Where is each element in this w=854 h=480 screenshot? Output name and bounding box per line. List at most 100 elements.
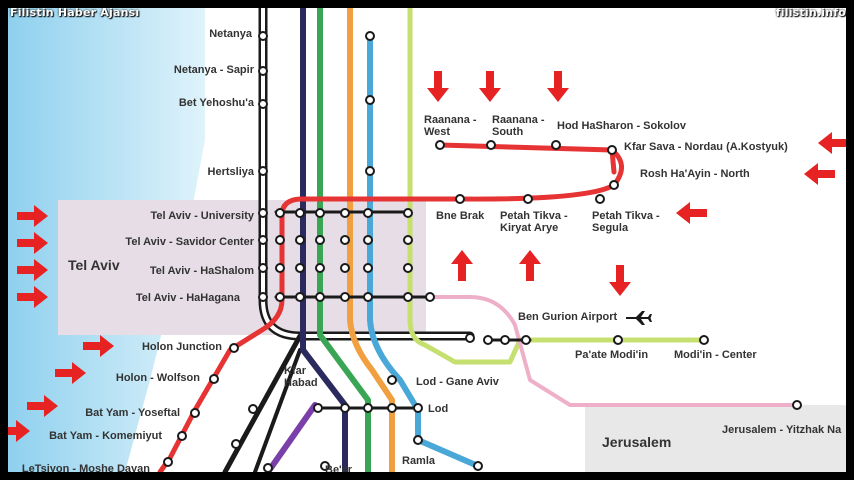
station-dot (275, 235, 285, 245)
station-dot (425, 292, 435, 302)
station-holon-junction[interactable]: Holon Junction (142, 341, 222, 353)
station-dot (363, 235, 373, 245)
station-dot (258, 263, 268, 273)
station-dot (231, 439, 241, 449)
station-dot (792, 400, 802, 410)
station-rosh-haayin[interactable]: Rosh Ha'Ayin - North (640, 168, 750, 180)
arrow-icon (27, 395, 58, 417)
station-dot (403, 235, 413, 245)
station-ta-hahagana[interactable]: Tel Aviv - HaHagana (136, 292, 241, 304)
black-south-line-2 (253, 348, 302, 474)
station-dot (595, 194, 605, 204)
station-paate-modiin[interactable]: Pa'ate Modi'in (575, 349, 648, 361)
station-dot (295, 208, 305, 218)
station-raanana-west-2: West (424, 126, 450, 138)
station-dot (340, 208, 350, 218)
station-dot (248, 404, 258, 414)
station-jerusalem-yitzhak[interactable]: Jerusalem - Yitzhak Na (722, 424, 842, 436)
station-dot (699, 335, 709, 345)
frame-left (0, 0, 8, 480)
station-dot (500, 335, 510, 345)
green-line (317, 5, 371, 475)
station-dot (363, 403, 373, 413)
station-dot (435, 140, 445, 150)
station-modiin-center[interactable]: Modi'in - Center (674, 349, 757, 361)
station-dot (403, 263, 413, 273)
station-lod[interactable]: Lod (428, 403, 448, 415)
station-dot (295, 235, 305, 245)
station-dot (163, 457, 173, 467)
station-dot (340, 292, 350, 302)
station-dot (258, 31, 268, 41)
station-ta-hashalom[interactable]: Tel Aviv - HaShalom (150, 265, 254, 277)
station-dot (613, 335, 623, 345)
arrow-icon (676, 202, 707, 224)
station-dot (523, 194, 533, 204)
arrow-icon (804, 163, 835, 185)
arrow-icon (17, 286, 48, 308)
station-hertsliya[interactable]: Hertsliya (208, 166, 255, 178)
station-dot (365, 95, 375, 105)
station-ta-university[interactable]: Tel Aviv - University (150, 210, 254, 222)
station-dot (258, 235, 268, 245)
station-dot (313, 403, 323, 413)
arrow-icon (17, 259, 48, 281)
lime-line (407, 5, 707, 365)
station-dot (295, 263, 305, 273)
frame-right (846, 0, 854, 480)
station-lod-gane-aviv[interactable]: Lod - Gane Aviv (416, 376, 500, 388)
station-netanya-sapir[interactable]: Netanya - Sapir (174, 64, 255, 76)
arrow-icon (427, 71, 449, 102)
station-ta-savidor[interactable]: Tel Aviv - Savidor Center (125, 236, 254, 248)
station-pt-segula-2: Segula (592, 222, 629, 234)
station-dot (209, 374, 219, 384)
station-bet-yehoshua[interactable]: Bet Yehoshu'a (179, 97, 255, 109)
station-bne-brak[interactable]: Bne Brak (436, 210, 485, 222)
station-pt-segula[interactable]: Petah Tikva - (592, 210, 660, 222)
station-dot (258, 208, 268, 218)
station-dot (607, 145, 617, 155)
station-kfar-habad-2: Habad (284, 377, 318, 389)
station-dot (413, 403, 423, 413)
station-dot (258, 166, 268, 176)
station-dot (486, 140, 496, 150)
station-bat-yam-yoseftal[interactable]: Bat Yam - Yoseftal (85, 407, 180, 419)
station-dot (340, 263, 350, 273)
station-dot (315, 292, 325, 302)
station-dot (258, 292, 268, 302)
station-dot (363, 263, 373, 273)
station-dot (521, 335, 531, 345)
station-dot (258, 66, 268, 76)
station-kfar-sava[interactable]: Kfar Sava - Nordau (A.Kostyuk) (624, 141, 788, 153)
arrow-icon (818, 132, 849, 154)
station-ben-gurion[interactable]: Ben Gurion Airport (518, 311, 618, 323)
station-raanana-south[interactable]: Raanana - (492, 114, 545, 126)
station-dot (363, 292, 373, 302)
station-pt-kiryat-arye-2: Kiryat Arye (500, 222, 558, 234)
station-kfar-habad[interactable]: Kfar (284, 365, 307, 377)
watermark-left: Filistin Haber Ajansı (10, 6, 140, 19)
black-south-line (222, 333, 303, 475)
station-dot (340, 403, 350, 413)
arrow-icon (519, 250, 541, 281)
blue-line (367, 33, 481, 469)
station-bat-yam-komemiyut[interactable]: Bat Yam - Komemiyut (49, 430, 162, 442)
station-netanya[interactable]: Netanya (209, 28, 253, 40)
arrows-layer (0, 71, 849, 442)
station-dot (315, 208, 325, 218)
station-holon-wolfson[interactable]: Holon - Wolfson (116, 372, 200, 384)
arrow-icon (17, 232, 48, 254)
station-pt-kiryat-arye[interactable]: Petah Tikva - (500, 210, 568, 222)
station-dot (229, 343, 239, 353)
station-ramla[interactable]: Ramla (402, 455, 436, 467)
watermark-right: filistin.info (775, 6, 846, 19)
airplane-icon (626, 311, 652, 325)
station-raanana-west[interactable]: Raanana - (424, 114, 477, 126)
station-dot (275, 292, 285, 302)
station-dot (275, 208, 285, 218)
station-labels: Netanya Netanya - Sapir Bet Yehoshu'a He… (22, 28, 842, 476)
station-hod-hasharon[interactable]: Hod HaSharon - Sokolov (557, 120, 687, 132)
station-dot (258, 99, 268, 109)
